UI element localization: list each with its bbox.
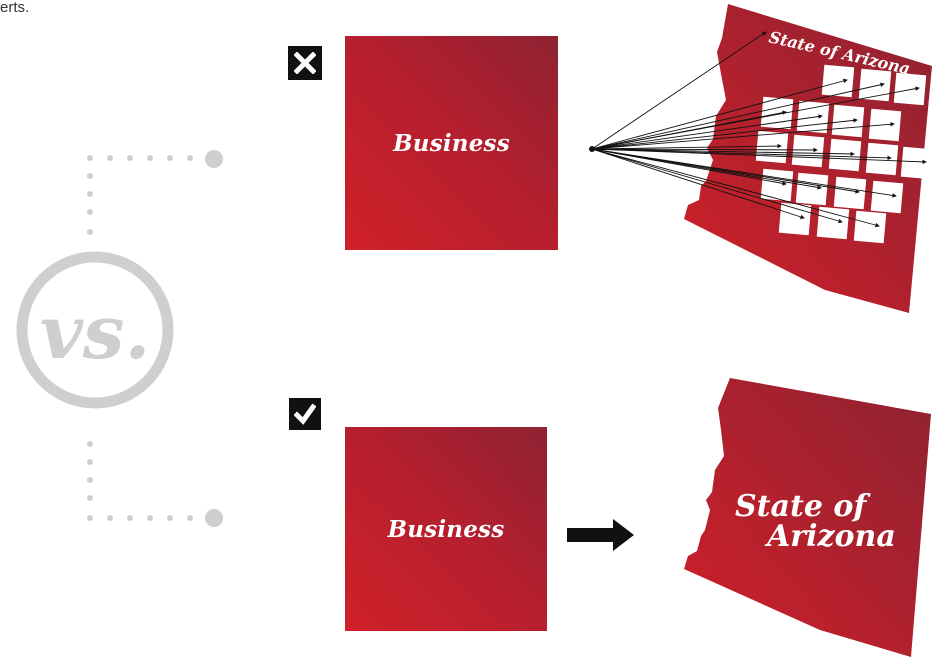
dotted-line-top bbox=[87, 150, 223, 235]
state-label-line2: Arizona bbox=[764, 519, 896, 554]
vs-circle bbox=[16, 251, 174, 409]
connection-line bbox=[591, 31, 767, 150]
grid-cell bbox=[778, 202, 812, 236]
grid-cell bbox=[870, 180, 904, 214]
connection-lines bbox=[591, 31, 927, 228]
grid-cell bbox=[816, 206, 850, 240]
arrow-right-icon bbox=[567, 519, 634, 551]
grid-cell bbox=[893, 72, 927, 106]
grid-cell bbox=[900, 146, 934, 180]
connection-line bbox=[591, 118, 858, 150]
connection-line bbox=[591, 110, 787, 150]
grid-cell bbox=[791, 134, 825, 168]
grid-cell bbox=[821, 64, 855, 98]
dotted-line-bottom bbox=[87, 441, 223, 527]
grid-cell bbox=[795, 172, 829, 206]
arizona-shape-bottom bbox=[684, 378, 931, 657]
connection-line bbox=[591, 147, 818, 153]
connection-line bbox=[591, 148, 855, 157]
business-label-top: Business bbox=[393, 129, 510, 157]
arizona-grid-diagram: State of Arizona bbox=[589, 4, 934, 313]
checkmark-icon bbox=[289, 398, 321, 430]
connection-line bbox=[591, 148, 880, 228]
connection-line bbox=[591, 148, 927, 165]
connection-line bbox=[591, 148, 805, 220]
grid-cell bbox=[755, 130, 789, 164]
connection-line bbox=[591, 148, 843, 224]
arizona-shape-bottom-graphic: State of Arizona bbox=[684, 378, 931, 657]
dot-endpoint-bottom bbox=[205, 509, 223, 527]
business-box-top: Business bbox=[345, 36, 558, 250]
connection-line bbox=[591, 143, 782, 150]
clipped-text: erts. bbox=[0, 0, 30, 16]
dot-endpoint-top bbox=[205, 150, 223, 168]
grid-cell bbox=[833, 176, 867, 210]
document-grid bbox=[755, 64, 934, 244]
grid-cell bbox=[760, 168, 794, 202]
vs-connector: vs. bbox=[16, 150, 223, 527]
grid-cell bbox=[865, 142, 899, 176]
connection-line bbox=[591, 122, 895, 150]
connection-line bbox=[591, 148, 897, 198]
connection-line bbox=[591, 78, 848, 150]
x-mark-icon bbox=[288, 46, 322, 80]
connection-line bbox=[591, 114, 823, 150]
connection-line bbox=[591, 82, 885, 150]
business-box-bottom: Business bbox=[345, 427, 547, 631]
vs-label: vs. bbox=[40, 290, 150, 376]
grid-cell bbox=[828, 138, 862, 172]
grid-cell bbox=[853, 210, 887, 244]
grid-cell bbox=[858, 68, 892, 102]
state-label-line1: State of bbox=[735, 489, 871, 524]
business-source-dot bbox=[589, 146, 595, 152]
business-label-bottom: Business bbox=[387, 515, 505, 543]
